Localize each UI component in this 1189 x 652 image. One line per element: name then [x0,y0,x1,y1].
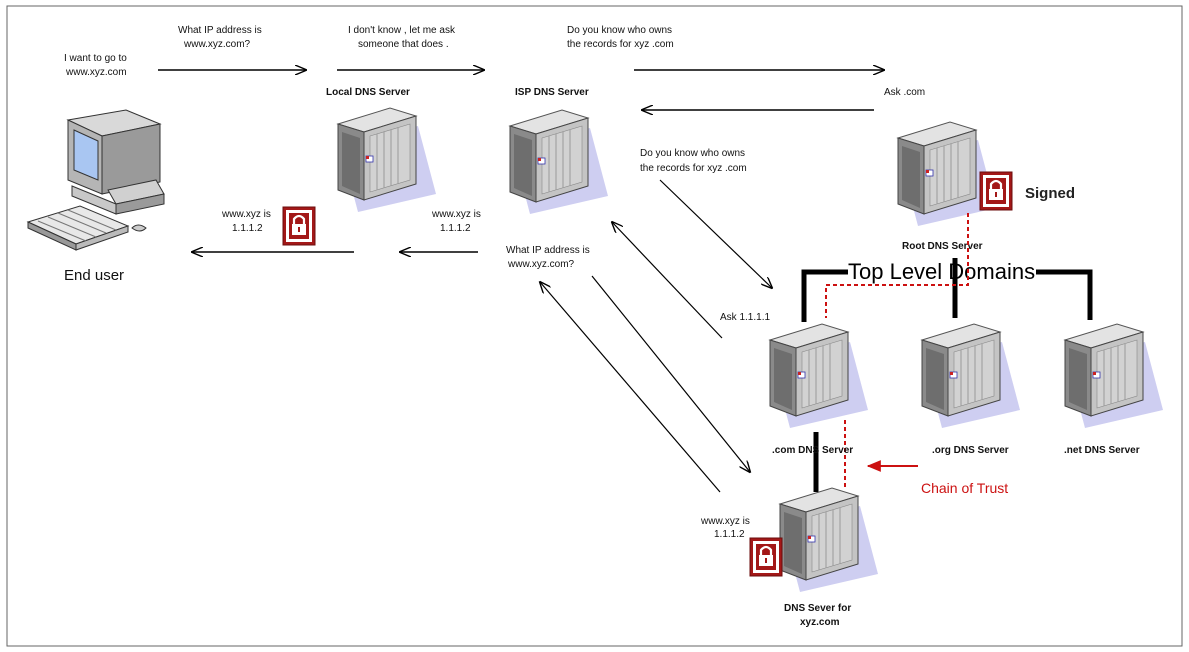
tld-reply-label: Ask 1.1.1.1 [720,312,770,323]
root-reply-label: Ask .com [884,87,925,98]
local-reply-label: www.xyz is 1.1.1.2 [221,209,274,234]
org-dns-label: .org DNS Server [932,445,1009,456]
query-isp-label: I don't know , let me ask someone that d… [348,25,458,50]
tld-title: Top Level Domains [848,259,1035,284]
auth-reply-label: www.xyz is 1.1.1.2 [700,516,753,540]
isp-reply-label: www.xyz is 1.1.1.2 [431,209,484,234]
server-icon [769,323,869,429]
arrow-tld-to-isp [612,222,723,339]
isp-dns-label: ISP DNS Server [515,87,589,98]
query-root-label: Do you know who owns the records for xyz… [567,25,675,50]
end-user-request-label: I want to go to www.xyz.com [64,53,130,78]
com-dns-label: .com DNS Server [772,445,853,456]
arrow-isp-to-auth [591,275,750,472]
server-icon [921,323,1021,429]
lock-icon [978,170,1014,212]
arrow-isp-to-tld [659,179,772,288]
chain-of-trust-line-root [825,213,969,318]
auth-dns-label: DNS Sever for xyz.com [784,603,854,628]
lock-icon [281,205,317,247]
tld-tree-right [1036,269,1093,320]
query-local-label: What IP address is www.xyz.com? [178,25,265,50]
diagram-frame [6,5,1183,647]
query-auth-label: What IP address is www.xyz.com? [506,245,593,270]
computer-icon [26,109,165,251]
lock-icon [748,536,784,578]
tld-tree-left [801,269,848,322]
server-icon [1064,323,1164,429]
signed-label: Signed [1025,185,1075,202]
arrow-auth-to-isp [540,282,721,493]
server-icon [509,109,609,215]
end-user-label: End user [64,267,124,284]
server-icon [337,107,437,213]
server-icon [779,487,879,593]
net-dns-label: .net DNS Server [1064,445,1140,456]
local-dns-label: Local DNS Server [326,87,410,98]
root-dns-label: Root DNS Server [902,241,983,252]
chain-of-trust-label: Chain of Trust [921,480,1008,496]
query-tld-label: Do you know who owns the records for xyz… [640,148,748,174]
